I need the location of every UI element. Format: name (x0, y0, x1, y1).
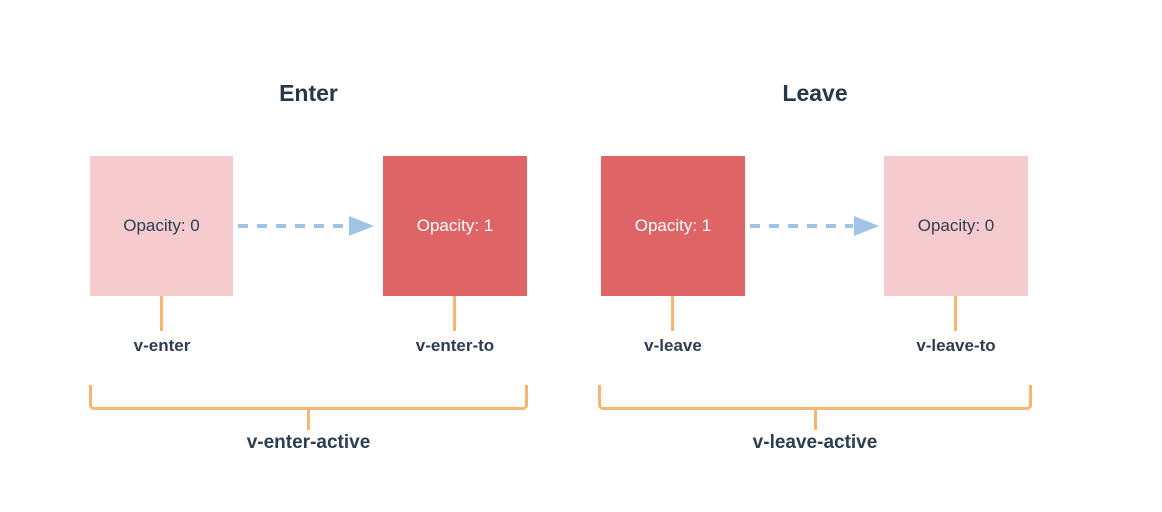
transition-to-box: Opacity: 0 (884, 156, 1028, 296)
active-range-bracket (598, 385, 1032, 410)
box-label: Opacity: 1 (416, 216, 494, 235)
dashed-arrow-icon (750, 214, 881, 243)
class-label-to: v-enter-to (415, 336, 495, 355)
connector-line-from (160, 296, 163, 331)
box-label: Opacity: 0 (123, 216, 200, 235)
class-label-from: v-enter (133, 336, 191, 355)
bracket-center-tick (307, 410, 310, 430)
bracket-center-tick (813, 410, 817, 430)
box-label: Opacity: 0 (917, 216, 995, 235)
section-title: Enter (279, 80, 338, 106)
dashed-arrow-icon (238, 214, 376, 243)
section-leave: Leave Opacity: 1 Opacity: 0 v-leave v-le… (598, 80, 1032, 470)
class-label-from: v-leave (644, 336, 702, 355)
transition-from-box: Opacity: 1 (601, 156, 745, 296)
connector-line-to (954, 296, 957, 331)
class-label-active: v-leave-active (752, 432, 878, 453)
active-range-bracket (89, 385, 528, 410)
class-label-active: v-enter-active (246, 432, 371, 453)
connector-line-from (671, 296, 674, 331)
transition-to-box: Opacity: 1 (383, 156, 527, 296)
connector-line-to (453, 296, 456, 331)
class-label-to: v-leave-to (916, 336, 996, 355)
section-title: Leave (782, 80, 848, 106)
box-label: Opacity: 1 (634, 216, 712, 235)
transition-from-box: Opacity: 0 (90, 156, 233, 296)
section-enter: Enter Opacity: 0 Opacity: 1 v-enter v-en… (89, 80, 528, 470)
